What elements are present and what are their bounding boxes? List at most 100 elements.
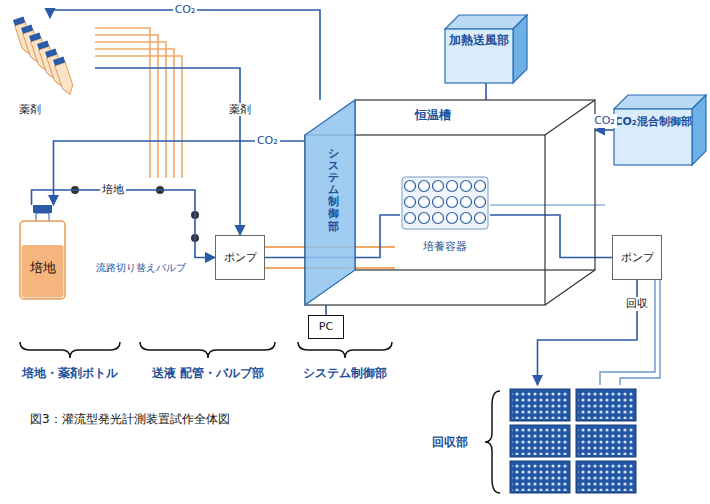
well	[419, 197, 430, 208]
connector	[490, 215, 612, 258]
outlet-pipe	[490, 204, 605, 206]
well	[461, 213, 472, 224]
control-panel: システム制御部	[305, 100, 355, 305]
cube-side	[513, 15, 527, 83]
well-plate	[510, 461, 570, 493]
connector	[54, 141, 306, 205]
edge-label: 回収	[624, 297, 650, 310]
node-label: 回収部	[432, 435, 468, 449]
well	[475, 213, 486, 224]
heater-unit: 加熱送風部	[445, 15, 527, 83]
tube	[53, 57, 75, 97]
node-label: 培地	[30, 260, 56, 276]
well	[419, 181, 430, 192]
co2-mixer-unit: CO₂混合制御部	[614, 95, 706, 165]
tube-cap	[37, 41, 49, 50]
node-label: PC	[319, 320, 333, 333]
node-label: 恒温槽	[415, 108, 451, 122]
node-label: ポンプ	[621, 251, 654, 264]
reagent-tubes: 薬剤	[5, 18, 95, 118]
culture-vessel: 培養容器	[400, 175, 490, 255]
well	[419, 213, 430, 224]
reagent-pipe	[95, 42, 166, 178]
brace	[20, 342, 120, 358]
well	[433, 181, 444, 192]
well	[405, 213, 416, 224]
tube-cap	[45, 49, 57, 58]
part-label: 送液 配管・バルブ部	[152, 366, 264, 380]
pipe-group	[71, 28, 660, 385]
bracket	[485, 391, 500, 493]
well	[447, 213, 458, 224]
panel-face	[305, 100, 355, 305]
brace	[298, 342, 392, 358]
well	[475, 181, 486, 192]
group-brace	[20, 342, 392, 358]
cube-outline	[614, 95, 706, 165]
well-plate-wells	[512, 463, 568, 491]
part-label: 培地・薬剤ボトル	[22, 366, 118, 380]
tube-body	[55, 62, 75, 96]
well-plate-wells	[578, 391, 634, 419]
well-plate-wells	[512, 391, 568, 419]
well	[433, 197, 444, 208]
cube-side	[692, 95, 706, 165]
well-plate	[576, 461, 636, 493]
well	[433, 213, 444, 224]
node-label: CO₂混合制御部	[614, 115, 691, 128]
bottle-body	[20, 221, 65, 299]
well-plate	[510, 389, 570, 421]
pc-box: PC	[308, 315, 344, 339]
node-label: ポンプ	[224, 251, 257, 264]
well-plate-wells	[512, 427, 568, 455]
thermostat-chamber: 恒温槽システム制御部培養容器	[305, 100, 595, 305]
well-plate	[510, 425, 570, 457]
well-plate-wells	[578, 427, 634, 455]
well	[447, 181, 458, 192]
well	[405, 181, 416, 192]
tube-cap	[29, 33, 41, 42]
well	[447, 197, 458, 208]
tubes-outline	[5, 18, 95, 118]
recovery-pipe	[600, 280, 655, 385]
reagent-pipe	[95, 56, 182, 178]
well	[461, 197, 472, 208]
bottle-outline	[15, 205, 70, 300]
cube-front	[445, 29, 513, 83]
pump-box: ポンプ	[612, 235, 662, 280]
plate-body	[402, 177, 488, 229]
tube-cap	[13, 17, 25, 26]
bottle-cap	[33, 205, 52, 213]
well	[461, 181, 472, 192]
cube-top	[614, 95, 706, 109]
well-plate	[576, 425, 636, 457]
well	[475, 197, 486, 208]
figure-caption: 図3：灌流型発光計測装置試作全体図	[30, 412, 230, 426]
recovery-plates: 回収部	[430, 385, 645, 499]
edge-label: CO₂	[255, 134, 280, 147]
reagent-pipe	[95, 28, 150, 178]
part-label: システム制御部	[303, 366, 387, 380]
cube-outline	[445, 15, 527, 83]
tube-cap	[53, 57, 65, 66]
bottle-liquid	[22, 245, 64, 298]
pump-box: ポンプ	[215, 235, 265, 280]
edge-label: 培地	[100, 183, 126, 196]
connector	[50, 10, 320, 100]
node-label: 培養容器	[423, 240, 467, 253]
recovery-pipe	[620, 280, 660, 385]
node-label: 加熱送風部	[449, 33, 509, 47]
connector	[325, 305, 327, 315]
connector	[595, 129, 614, 131]
edge-label: CO₂	[173, 3, 198, 16]
node-label: 薬剤	[19, 103, 41, 116]
well-plate-wells	[578, 463, 634, 491]
part-label: 流路切り替えバルブ	[96, 262, 186, 274]
cube-front	[614, 109, 692, 165]
edge-label: 薬剤	[227, 103, 253, 116]
well-plate	[576, 389, 636, 421]
tube-cap	[21, 25, 33, 34]
edge-label: CO₂	[592, 114, 617, 127]
node-label: システム制御部	[328, 148, 339, 233]
